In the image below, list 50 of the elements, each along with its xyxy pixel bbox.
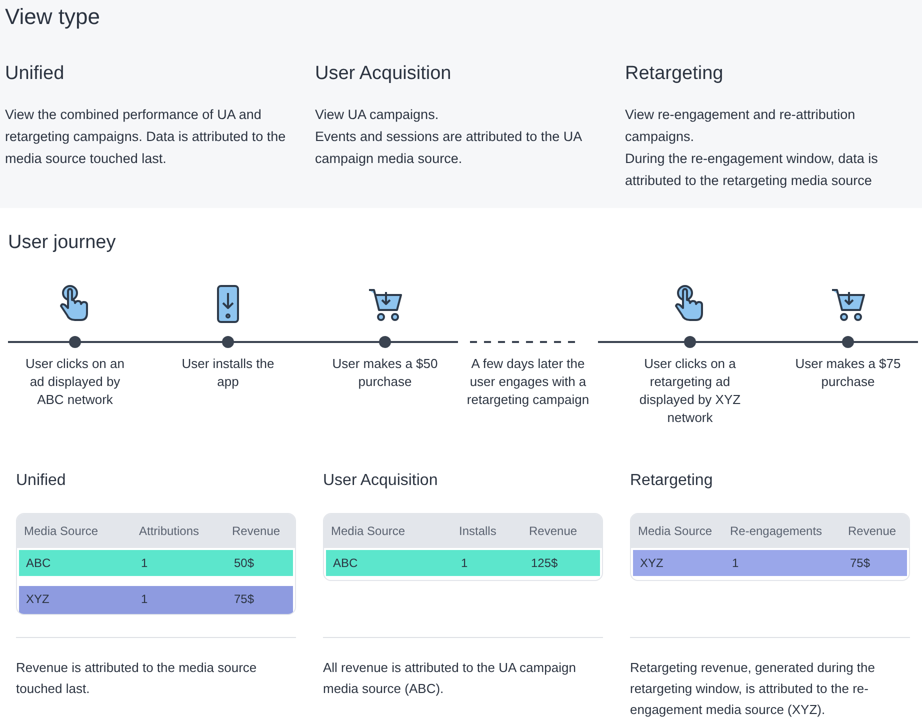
timeline-line bbox=[130, 341, 173, 343]
column-header: Revenue bbox=[529, 524, 578, 538]
column-header: Revenue bbox=[232, 524, 280, 538]
section-heading: User Acquisition bbox=[315, 63, 452, 85]
column-header: Media Source bbox=[331, 524, 406, 538]
page-title: View type bbox=[5, 4, 100, 30]
section-heading: User journey bbox=[8, 232, 116, 254]
description-text: View UA campaigns. bbox=[315, 106, 440, 124]
note-text: All revenue is attributed to the UA campaign media source (ABC). bbox=[323, 659, 577, 698]
column-header: Attributions bbox=[139, 524, 200, 538]
column-header: Revenue bbox=[848, 524, 896, 538]
timeline-line bbox=[283, 341, 330, 343]
timeline-line bbox=[598, 341, 635, 343]
table-cell: ABC bbox=[333, 556, 358, 570]
table-cell: XYZ bbox=[26, 592, 50, 606]
description-text: View the combined performance of UA and retargeting campaigns. Data is attributed to the media source touched last. bbox=[5, 106, 287, 168]
timeline-line bbox=[8, 341, 20, 343]
description-text: View re-engagement and re-attribution campaigns. bbox=[625, 106, 856, 146]
table-heading: User Acquisition bbox=[323, 472, 438, 490]
table-heading: Retargeting bbox=[630, 472, 713, 490]
table-cell: XYZ bbox=[640, 556, 664, 570]
table-cell: 50$ bbox=[234, 556, 254, 570]
table-cell: 1 bbox=[732, 556, 739, 570]
column-header: Media Source bbox=[24, 524, 98, 538]
table-cell: 1 bbox=[141, 556, 148, 570]
event-caption: User makes a $75 purchase bbox=[794, 355, 902, 391]
event-caption: User clicks on a retargeting ad displayed by XYZ network bbox=[638, 355, 742, 427]
table-cell: 75$ bbox=[850, 556, 870, 570]
section-heading: Unified bbox=[5, 63, 64, 85]
timeline-line bbox=[745, 341, 793, 343]
event-caption: User installs the app bbox=[180, 355, 276, 391]
description-text: During the re-engagement window, data is attributed to the retargeting media source bbox=[625, 150, 879, 190]
timeline-line bbox=[440, 341, 458, 343]
timeline-line bbox=[903, 341, 918, 343]
event-caption: User makes a $50 purchase bbox=[331, 355, 439, 391]
column-header: Installs bbox=[459, 524, 496, 538]
section-heading: Retargeting bbox=[625, 63, 724, 85]
table-cell: ABC bbox=[26, 556, 51, 570]
table-heading: Unified bbox=[16, 472, 66, 490]
event-caption: User clicks on an ad displayed by ABC network bbox=[24, 355, 126, 409]
column-header: Re-engagements bbox=[730, 524, 822, 538]
note-text: Retargeting revenue, generated during the retargeting window, is attributed to the re-engagement media source (XYZ). bbox=[630, 659, 876, 719]
table-cell: 125$ bbox=[531, 556, 558, 570]
event-caption: A few days later the user engages with a retargeting campaign bbox=[466, 355, 590, 409]
table-cell: 1 bbox=[461, 556, 468, 570]
column-header: Media Source bbox=[638, 524, 712, 538]
table-cell: 1 bbox=[141, 592, 148, 606]
description-text: Events and sessions are attributed to the UA campaign media source. bbox=[315, 128, 583, 168]
note-text: Revenue is attributed to the media source touched last. bbox=[16, 659, 258, 698]
table-cell: 75$ bbox=[234, 592, 254, 606]
